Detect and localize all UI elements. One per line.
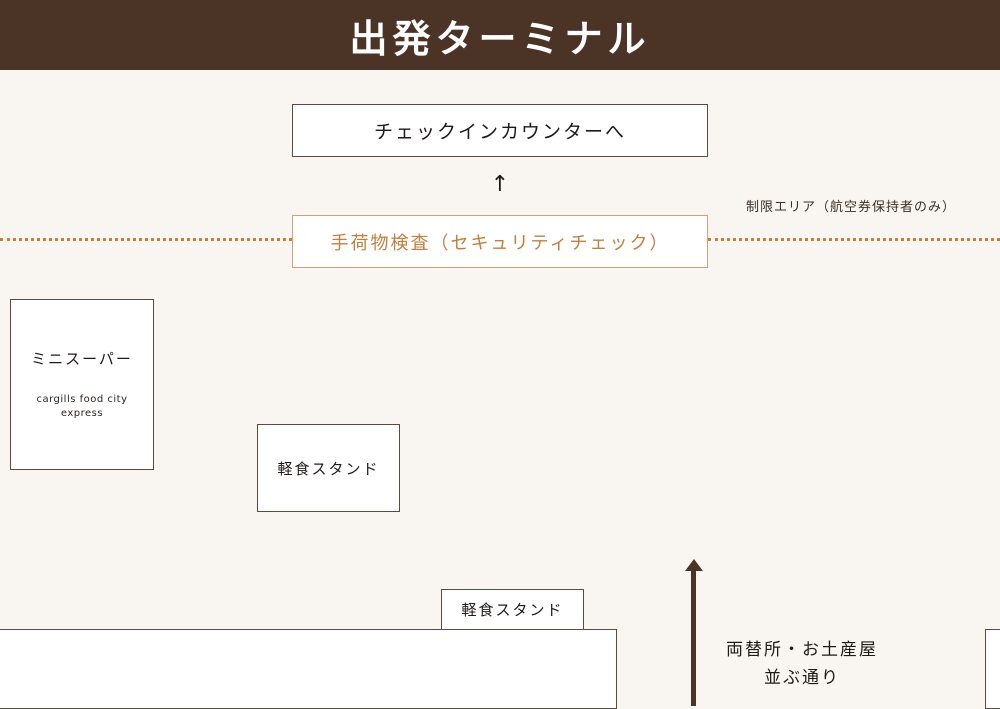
snack-stand-1: 軽食スタンド [257,424,400,512]
minisuper-subtitle-line1: cargills food city [36,394,128,405]
page-title: 出発ターミナル [349,16,651,61]
exchange-label-line1: 両替所・お土産屋 [726,640,878,660]
header-bar: 出発ターミナル [0,0,1000,70]
security-check-label: 手荷物検査（セキュリティチェック） [330,232,670,254]
bottom-area-right [985,629,1000,709]
restricted-area-label: 制限エリア（航空券保持者のみ） [746,200,957,215]
security-boundary-right [708,238,1000,241]
arrow-up-icon: ↑ [490,172,510,197]
security-boundary-left [0,238,292,241]
exchange-shops-street-label: 両替所・お土産屋 並ぶ通り [712,636,892,696]
snack-stand-2: 軽食スタンド [441,589,584,630]
snack-stand-2-label: 軽食スタンド [461,601,564,619]
exchange-label-line2: 並ぶ通り [764,668,840,688]
checkin-counter-label: チェックインカウンターへ [373,121,626,143]
bottom-area-left [0,629,617,709]
minisuper-subtitle-line2: express [60,408,104,419]
minisuper-store: ミニスーパー cargills food city express [10,299,154,470]
minisuper-title: ミニスーパー [31,350,133,368]
security-check-sign: 手荷物検査（セキュリティチェック） [292,215,708,268]
walkway-arrow-shaft [691,566,696,706]
checkin-counter-sign: チェックインカウンターへ [292,104,708,157]
walkway-arrow-up-icon [685,559,703,571]
snack-stand-1-label: 軽食スタンド [277,459,380,478]
